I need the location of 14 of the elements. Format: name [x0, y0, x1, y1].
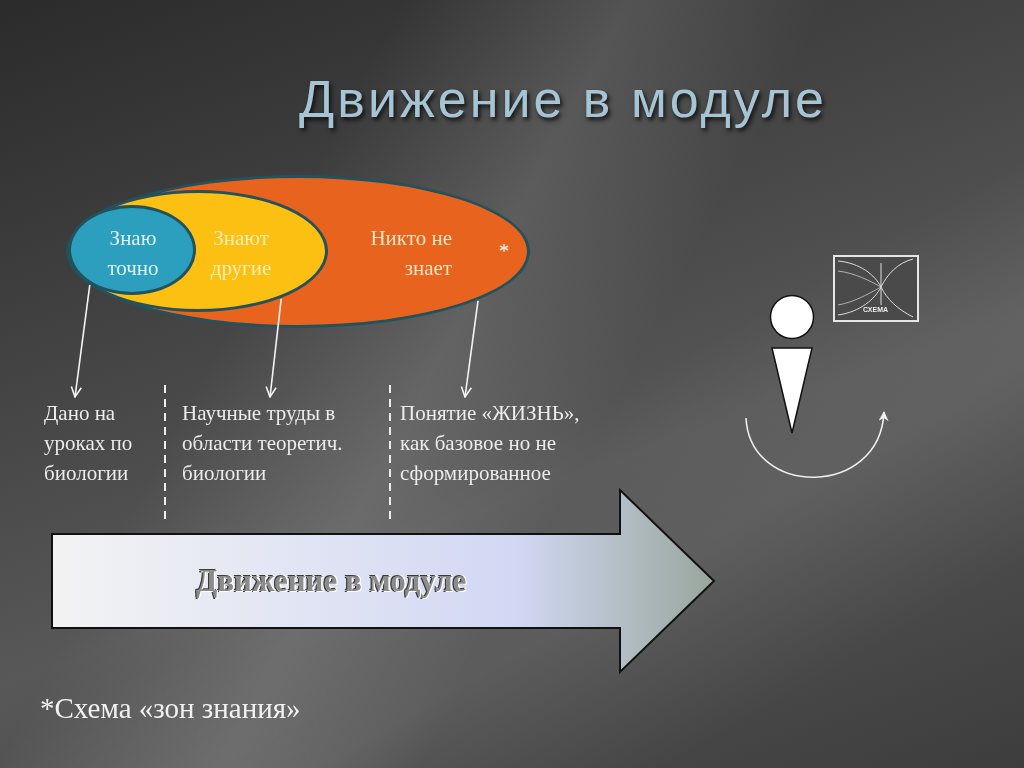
arrow [265, 298, 282, 398]
arrow [70, 284, 91, 398]
arrow [460, 300, 479, 398]
zone-label: Никто не знает [369, 225, 452, 282]
note-text: Дано на уроках по биологии [44, 398, 156, 488]
arrow-label: Движение в модуле [196, 562, 467, 600]
caption: *Схема «зон знания» [40, 691, 301, 726]
note-text: Научные труды в области теоретич. биологии [182, 398, 378, 488]
zone-label: Знают другие [209, 225, 273, 282]
note-text: Понятие «ЖИЗНЬ», как базовое но не сформированное [400, 398, 600, 488]
block-arrow [50, 487, 718, 675]
zone-label: Знаю точно [106, 225, 160, 282]
slide-title: Движение в модуле [299, 69, 827, 130]
footnote-mark: * [497, 238, 511, 265]
